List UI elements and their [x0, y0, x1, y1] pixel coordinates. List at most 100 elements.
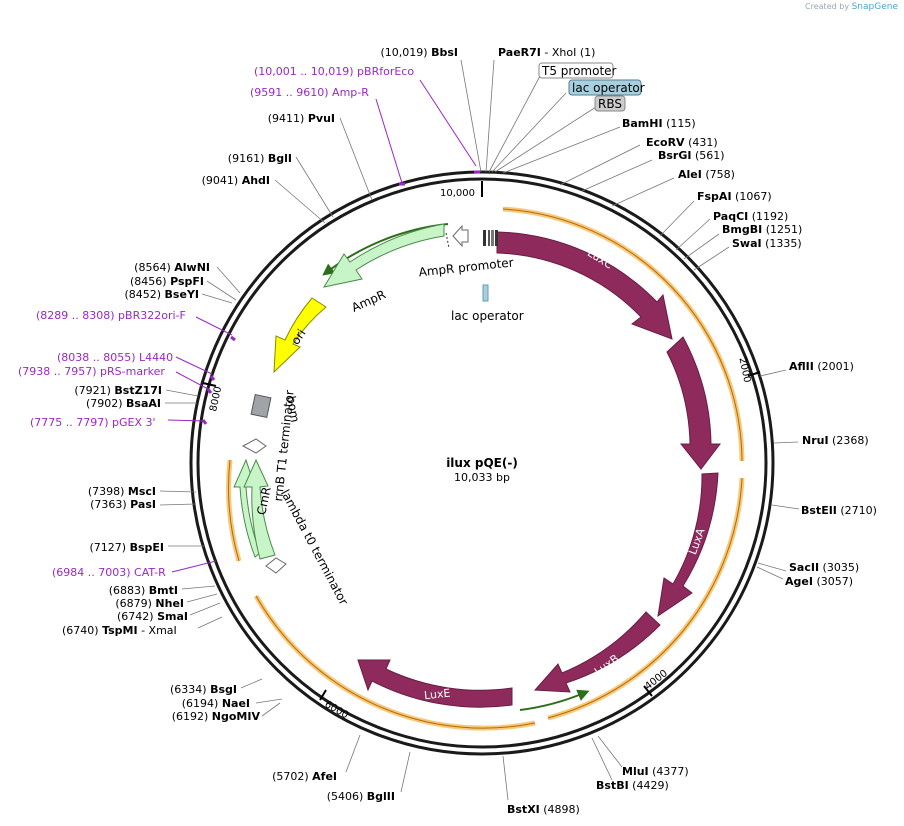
- tick-2000: [747, 371, 761, 377]
- feature-ori: [273, 297, 327, 374]
- snapgene-logo: SnapGene: [851, 2, 898, 12]
- site-paer7i: PaeR7I - XhoI (1): [498, 46, 595, 59]
- site-aflii: AflII (2001): [789, 360, 854, 373]
- label-ampr: AmpR: [349, 287, 387, 314]
- ampr-end-hatch: [445, 232, 450, 249]
- lambda-terminator-arrow: [265, 557, 287, 574]
- primer-marks: [201, 170, 480, 425]
- tick-6000: [319, 689, 327, 701]
- tick-4000: [643, 685, 653, 697]
- primer-cat-r: (6984 .. 7003) CAT-R: [52, 566, 166, 579]
- tick-label-6000: 6000: [323, 699, 351, 721]
- feature-luxb: [533, 611, 661, 693]
- primer-amp-r: (9591 .. 9610) Amp-R: [250, 86, 369, 99]
- snapgene-brand: Created by SnapGene: [805, 2, 898, 12]
- site-bgli: (9161) BglI: [228, 152, 292, 165]
- site-tspmi: (6740) TspMI - XmaI: [62, 624, 177, 637]
- primer-pgex3: (7775 .. 7797) pGEX 3': [30, 416, 156, 429]
- site-bspei: (7127) BspEI: [90, 541, 165, 554]
- label-luxe: LuxE: [423, 687, 451, 703]
- site-alei: AleI (758): [678, 168, 735, 181]
- feature-luxa: [657, 472, 719, 618]
- site-bmti: (6883) BmtI: [109, 584, 178, 597]
- primer-pbr322ori-f: (8289 .. 8308) pBR322ori-F: [36, 309, 186, 322]
- site-bamhi: BamHI (115): [622, 117, 696, 130]
- boxed-label-t5-promoter: T5 promoter: [538, 62, 617, 79]
- site-bsteii: BstEII (2710): [801, 504, 877, 517]
- site-fspai: FspAI (1067): [697, 190, 772, 203]
- site-bseyi: (8452) BseYI: [124, 288, 199, 301]
- svg-text:RBS: RBS: [598, 97, 622, 111]
- orf-arc-right-line: [502, 208, 743, 462]
- site-mlui: MluI (4377): [622, 765, 689, 778]
- brand-prefix: Created by: [805, 2, 850, 11]
- label-cmr: CmR: [254, 486, 274, 517]
- orf-arc-bottom-line: [255, 595, 536, 729]
- feature-luxe: [357, 659, 513, 708]
- site-msci: (7398) MscI: [88, 485, 156, 498]
- backbone-outer: [189, 170, 775, 756]
- site-bsgi: (6334) BsgI: [170, 683, 237, 696]
- site-bstxi: BstXI (4898): [507, 803, 580, 816]
- tick-8000: [202, 382, 217, 387]
- primer-pbrforeco: (10,001 .. 10,019) pBRforEco: [254, 65, 414, 78]
- tick-label-2000: 2000: [736, 357, 752, 384]
- site-nrui: NruI (2368): [802, 434, 869, 447]
- ampr-promoter-arrow: [452, 224, 469, 248]
- site-paqci: PaqCI (1192): [713, 210, 788, 223]
- site-bstz17i: (7921) BstZ17I: [74, 384, 162, 397]
- feature-luxd: [666, 336, 722, 470]
- backbone-inner: [196, 177, 768, 749]
- promoter-cluster: [483, 230, 498, 246]
- bom-box: [250, 393, 272, 419]
- site-labels: (10,019) BbsI PaeR7I - XhoI (1) BamHI (1…: [62, 46, 877, 816]
- site-afei: (5702) AfeI: [272, 770, 337, 783]
- site-pvui: (9411) PvuI: [268, 112, 335, 125]
- site-ngomiv: (6192) NgoMIV: [172, 710, 261, 723]
- label-ampr-promoter: AmpR promoter: [418, 255, 514, 279]
- rrnb-terminator-arrow: [241, 438, 267, 454]
- site-bsrgi: BsrGI (561): [658, 149, 725, 162]
- leader-lines: [159, 59, 800, 801]
- site-alwni: (8564) AlwNI: [134, 261, 210, 274]
- primer-l4440: (8038 .. 8055) L4440: [57, 351, 173, 364]
- orf-arcs: [226, 206, 745, 731]
- boxed-label-rbs: RBS: [594, 95, 626, 112]
- feature-cmr-body: [243, 458, 276, 560]
- tick-label-8000: 8000: [208, 385, 224, 412]
- label-rrnb: rrnB T1 terminator: [271, 389, 297, 502]
- site-bstbi: BstBI (4429): [596, 779, 669, 792]
- orf-arc-bottom: [253, 594, 536, 731]
- plasmid-length: 10,033 bp: [454, 471, 510, 484]
- site-pspfi: (8456) PspFI: [130, 275, 204, 288]
- boxed-label-lac-operator: lac operator: [568, 79, 645, 96]
- label-lambda: lambda t0 terminator: [278, 487, 351, 607]
- site-pasi: (7363) PasI: [90, 498, 156, 511]
- primer-prs-marker: (7938 .. 7957) pRS-marker: [18, 365, 165, 378]
- site-bglii: (5406) BglII: [327, 790, 395, 803]
- site-ecorv: EcoRV (431): [646, 136, 718, 149]
- feature-ampr: [322, 223, 445, 288]
- site-bmgbi: BmgBI (1251): [722, 223, 802, 236]
- site-nhei: (6879) NheI: [115, 597, 184, 610]
- site-sacii: SacII (3035): [789, 561, 859, 574]
- site-bsaai: (7902) BsaAI: [86, 397, 161, 410]
- green-arc-bottom: [519, 689, 590, 711]
- tick-label-10000: 10,000: [440, 188, 475, 199]
- orf-arc-left: [226, 459, 242, 562]
- site-bbsi: (10,019) BbsI: [381, 46, 458, 59]
- primer-lines: [167, 79, 477, 573]
- orf-arc-right2-line: [547, 477, 743, 719]
- plasmid-name: ilux pQE(-): [446, 456, 518, 470]
- svg-text:lac operator: lac operator: [572, 81, 645, 95]
- lac-operator-inner-mark: [482, 284, 489, 302]
- label-lac-operator-inner: lac operator: [451, 309, 524, 323]
- feature-luxc: [496, 231, 673, 340]
- site-smai: (6742) SmaI: [117, 610, 188, 623]
- orf-arc-left-line: [228, 459, 240, 562]
- site-ahdi: (9041) AhdI: [202, 174, 270, 187]
- label-bom: bom: [284, 395, 302, 424]
- svg-text:T5 promoter: T5 promoter: [541, 64, 617, 78]
- primer-labels: (10,001 .. 10,019) pBRforEco (9591 .. 96…: [18, 65, 414, 579]
